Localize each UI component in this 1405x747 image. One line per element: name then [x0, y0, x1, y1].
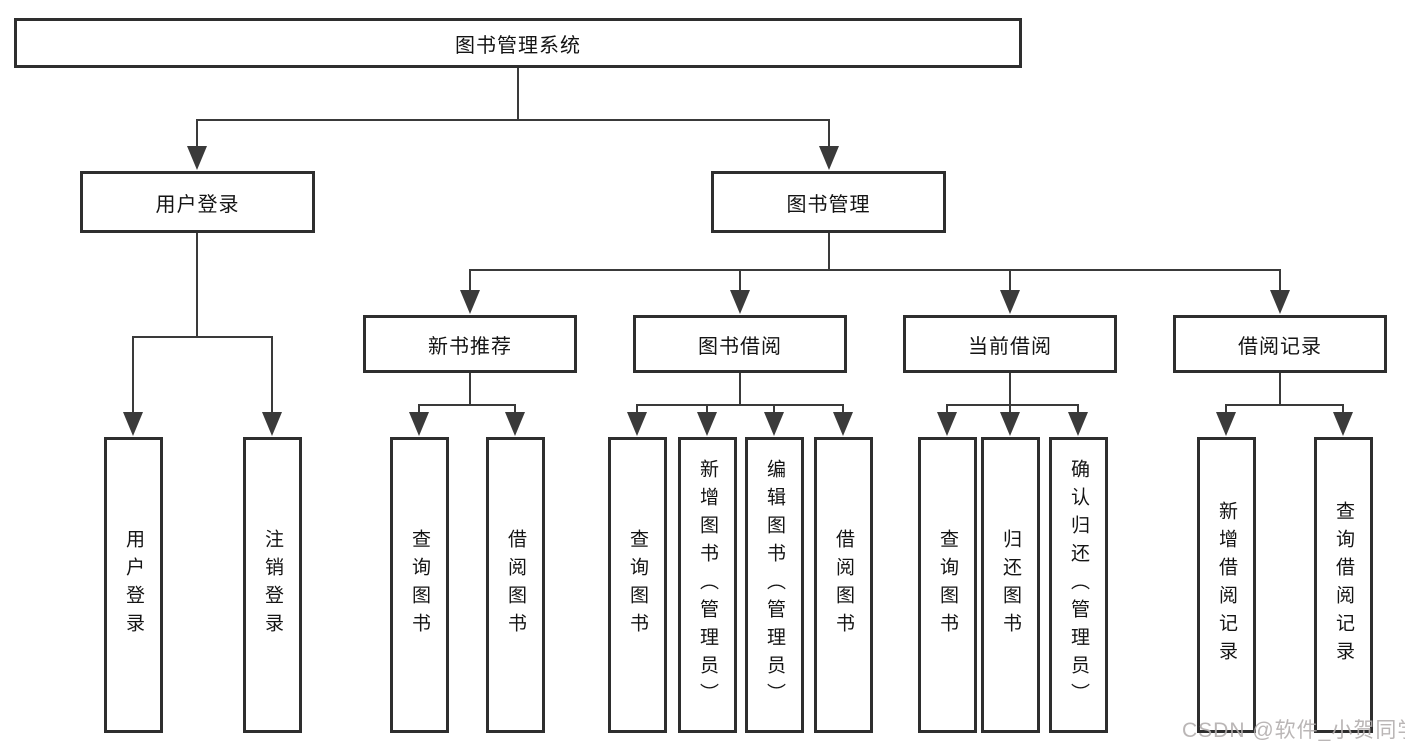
connector-line	[418, 404, 516, 406]
leaf-label: 编辑图书（管理员）	[764, 459, 785, 711]
node-root-system: 图书管理系统	[14, 18, 1022, 68]
arrow-down-icon	[833, 412, 853, 436]
connector-line	[828, 233, 830, 271]
leaf-borrow-books: 借阅图书	[814, 437, 873, 733]
leaf-label: 查询图书	[409, 529, 430, 641]
connector-line	[739, 373, 741, 406]
connector-line	[132, 336, 273, 338]
connector-line	[1077, 404, 1079, 416]
connector-line	[636, 404, 844, 406]
arrow-down-icon	[1333, 412, 1353, 436]
connector-line	[196, 233, 198, 337]
node-label: 当前借阅	[968, 335, 1052, 358]
node-label: 用户登录	[155, 193, 240, 216]
node-user-login: 用户登录	[80, 171, 315, 233]
node-label: 借阅记录	[1238, 335, 1322, 358]
leaf-label: 借阅图书	[833, 529, 854, 641]
arrow-down-icon	[627, 412, 647, 436]
connector-line	[418, 404, 420, 416]
arrow-down-icon	[730, 290, 750, 314]
arrow-down-icon	[1068, 412, 1088, 436]
leaf-label: 借阅图书	[505, 529, 526, 641]
connector-line	[196, 119, 830, 121]
leaf-label: 归还图书	[1000, 529, 1021, 641]
arrow-down-icon	[1270, 290, 1290, 314]
arrow-down-icon	[262, 412, 282, 436]
connector-line	[469, 269, 471, 293]
connector-line	[517, 68, 519, 121]
leaf-label: 用户登录	[123, 529, 144, 641]
node-book-borrow: 图书借阅	[633, 315, 847, 373]
connector-line	[946, 404, 948, 416]
leaf-borrow-books: 借阅图书	[486, 437, 545, 733]
leaf-add-borrow-record: 新增借阅记录	[1197, 437, 1256, 733]
connector-line	[1225, 404, 1344, 406]
leaf-add-books-admin: 新增图书（管理员）	[678, 437, 737, 733]
connector-line	[469, 373, 471, 406]
node-current-borrow: 当前借阅	[903, 315, 1117, 373]
leaf-query-borrow-record: 查询借阅记录	[1314, 437, 1373, 733]
leaf-label: 查询图书	[937, 529, 958, 641]
arrow-down-icon	[937, 412, 957, 436]
leaf-label: 注销登录	[262, 529, 283, 641]
arrow-down-icon	[1000, 412, 1020, 436]
arrow-down-icon	[697, 412, 717, 436]
node-borrow-records: 借阅记录	[1173, 315, 1387, 373]
connector-line	[514, 404, 516, 416]
leaf-edit-books-admin: 编辑图书（管理员）	[745, 437, 804, 733]
leaf-logout: 注销登录	[243, 437, 302, 733]
arrow-down-icon	[819, 146, 839, 170]
connector-line	[1342, 404, 1344, 416]
leaf-label: 新增借阅记录	[1216, 501, 1237, 669]
node-book-management: 图书管理	[711, 171, 946, 233]
connector-line	[1279, 373, 1281, 406]
node-label: 新书推荐	[428, 335, 512, 358]
leaf-query-books: 查询图书	[608, 437, 667, 733]
leaf-label: 查询图书	[627, 529, 648, 641]
arrow-down-icon	[187, 146, 207, 170]
connector-line	[1279, 269, 1281, 293]
leaf-label: 查询借阅记录	[1333, 501, 1354, 669]
csdn-watermark: CSDN @软件_小贺同学	[1182, 719, 1405, 742]
connector-line	[739, 269, 741, 293]
arrow-down-icon	[1000, 290, 1020, 314]
connector-line	[132, 336, 134, 415]
leaf-query-books: 查询图书	[390, 437, 449, 733]
leaf-confirm-return-admin: 确认归还（管理员）	[1049, 437, 1108, 733]
connector-line	[842, 404, 844, 416]
connector-line	[1009, 404, 1011, 416]
arrow-down-icon	[1216, 412, 1236, 436]
arrow-down-icon	[409, 412, 429, 436]
connector-line	[1009, 269, 1011, 293]
arrow-down-icon	[505, 412, 525, 436]
leaf-label: 确认归还（管理员）	[1068, 459, 1089, 711]
node-label: 图书管理系统	[455, 34, 581, 57]
node-label: 图书借阅	[698, 335, 782, 358]
arrow-down-icon	[764, 412, 784, 436]
leaf-return-books: 归还图书	[981, 437, 1040, 733]
node-new-book-recommend: 新书推荐	[363, 315, 577, 373]
connector-line	[271, 336, 273, 415]
connector-line	[706, 404, 708, 416]
arrow-down-icon	[460, 290, 480, 314]
leaf-user-login: 用户登录	[104, 437, 163, 733]
connector-line	[773, 404, 775, 416]
connector-line	[1009, 373, 1011, 406]
leaf-label: 新增图书（管理员）	[697, 459, 718, 711]
arrow-down-icon	[123, 412, 143, 436]
connector-line	[946, 404, 1079, 406]
node-label: 图书管理	[786, 193, 871, 216]
connector-line	[469, 269, 1281, 271]
connector-line	[196, 119, 198, 149]
leaf-query-books: 查询图书	[918, 437, 977, 733]
connector-line	[828, 119, 830, 149]
connector-line	[636, 404, 638, 416]
connector-line	[1225, 404, 1227, 416]
